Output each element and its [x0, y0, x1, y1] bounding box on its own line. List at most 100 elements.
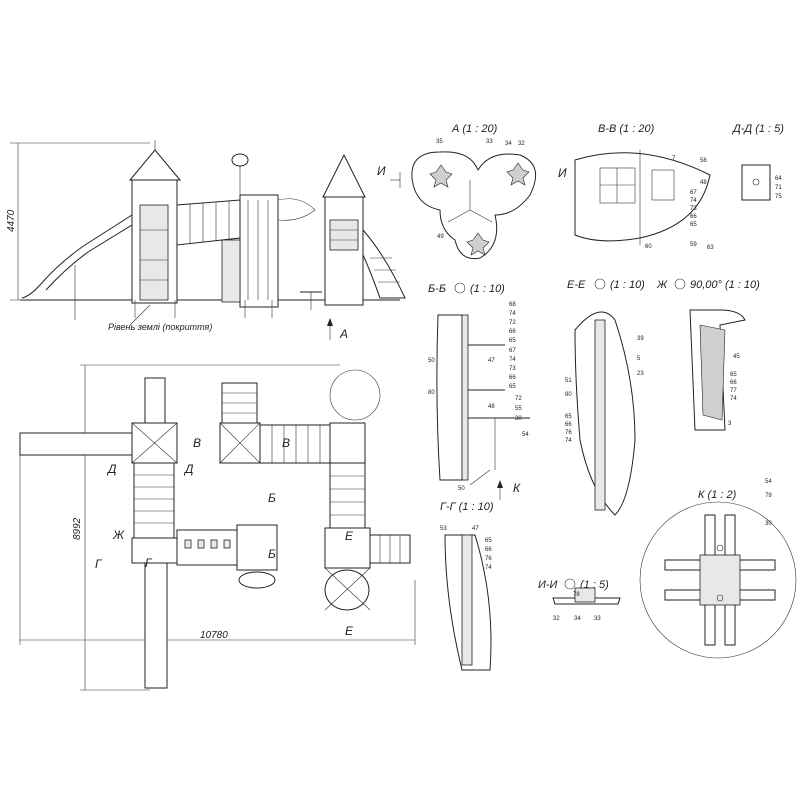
- callout-bb-10: 72: [515, 396, 522, 402]
- callout-bb-3: 66: [509, 329, 516, 335]
- plan-marker-d1: Д: [106, 462, 117, 476]
- detail-ee-title: Е-Е: [567, 279, 586, 291]
- callout-k-2: 30: [765, 521, 772, 527]
- plan-marker-v1: В: [193, 436, 201, 450]
- callout-bb-18: 50: [458, 486, 465, 492]
- detail-k-title: К (1 : 2): [698, 489, 737, 501]
- detail-gg-title: Г-Г (1 : 10): [440, 501, 494, 513]
- height-dimension: 4470: [6, 209, 17, 232]
- callout-bb-9: 65: [509, 384, 516, 390]
- callout-ii-2: 34: [574, 616, 581, 622]
- callout-bb-5: 67: [509, 348, 516, 354]
- detail-a: А (1 : 20) 35 33 34 32 49: [411, 123, 537, 260]
- callout-ii-0: 78: [573, 592, 580, 598]
- callout-bb-0: 68: [509, 302, 516, 308]
- callout-zh-5: 3: [728, 421, 732, 427]
- callout-vv-7: 65: [690, 222, 697, 228]
- depth-dimension: 8992: [72, 517, 83, 540]
- callout-gg-3: 66: [485, 547, 492, 553]
- callout-ii-1: 32: [553, 616, 560, 622]
- plan-view: 8992 10780: [19, 364, 416, 691]
- callout-ee-4: 80: [565, 392, 572, 398]
- callout-ee-3: 51: [565, 378, 572, 384]
- callout-vv-3: 67: [690, 190, 697, 196]
- callout-bb-2: 72: [509, 320, 516, 326]
- callout-ee-7: 76: [565, 430, 572, 436]
- callout-vv-2: 48: [700, 180, 707, 186]
- callout-bb-12: 30: [515, 416, 522, 422]
- plan-marker-b1: Б: [268, 491, 276, 505]
- detail-k: К (1 : 2) 54 79 30: [639, 479, 797, 659]
- callout-ee-6: 66: [565, 422, 572, 428]
- plan-marker-v2: В: [282, 436, 290, 450]
- callout-a-0: 35: [436, 139, 443, 145]
- callout-k-1: 79: [765, 493, 772, 499]
- view-marker-i: И: [377, 164, 386, 178]
- callout-ee-8: 74: [565, 438, 572, 444]
- width-dimension: 10780: [200, 630, 228, 641]
- callout-bb-8: 66: [509, 375, 516, 381]
- callout-bb-15: 80: [428, 390, 435, 396]
- detail-vv-title: В-В (1 : 20): [598, 123, 655, 135]
- callout-ee-0: 39: [637, 336, 644, 342]
- detail-dd: Д-Д (1 : 5) 64 71 75: [731, 123, 784, 201]
- callout-gg-1: 47: [472, 526, 479, 532]
- detail-ii-title: И-И: [538, 579, 558, 591]
- callout-gg-4: 76: [485, 556, 492, 562]
- callout-vv-9: 59: [690, 242, 697, 248]
- plan-marker-d2: Д: [183, 462, 194, 476]
- callout-zh-1: 65: [730, 372, 737, 378]
- plan-marker-g1: Г: [95, 557, 103, 571]
- detail-vv: В-В (1 : 20) И 7 58 48 67 74 73 66 65 60…: [558, 123, 714, 251]
- callout-bb-16: 47: [488, 358, 495, 364]
- callout-bb-17: 48: [488, 404, 495, 410]
- callout-k-0: 54: [765, 479, 772, 485]
- callout-vv-8: 60: [645, 244, 652, 250]
- detail-bb-scale: (1 : 10): [470, 283, 505, 295]
- callout-bb-7: 73: [509, 366, 516, 372]
- callout-vv-10: 63: [707, 245, 714, 251]
- callout-gg-2: 65: [485, 538, 492, 544]
- callout-bb-1: 74: [509, 311, 516, 317]
- plan-marker-zh: Ж: [112, 528, 125, 542]
- callout-bb-11: 55: [515, 406, 522, 412]
- callout-gg-5: 74: [485, 565, 492, 571]
- detail-zh: Ж 90,00° (1 : 10) 45 65 66 77 74 3: [656, 278, 760, 431]
- callout-ee-1: 5: [637, 356, 641, 362]
- detail-zh-title: Ж: [656, 279, 668, 291]
- detail-zh-scale: 90,00° (1 : 10): [690, 279, 760, 291]
- callout-a-4: 49: [437, 234, 444, 240]
- callout-zh-4: 74: [730, 396, 737, 402]
- callout-zh-0: 45: [733, 354, 740, 360]
- callout-dd-2: 75: [775, 194, 782, 200]
- elevation-view: 4470 Рівень землі (покриття): [6, 140, 406, 341]
- callout-gg-0: 53: [440, 526, 447, 532]
- ground-label: Рівень землі (покриття): [108, 322, 212, 332]
- plan-marker-e2: Е: [345, 624, 354, 638]
- callout-a-2: 34: [505, 141, 512, 147]
- callout-a-1: 33: [486, 139, 493, 145]
- callout-a-3: 32: [518, 141, 525, 147]
- detail-ee: Е-Е (1 : 10) 39 5 23 51 80 65 66 76 74: [565, 278, 645, 516]
- plan-marker-e1: Е: [345, 529, 354, 543]
- callout-vv-1: 58: [700, 158, 707, 164]
- plan-marker-b2: Б: [268, 547, 276, 561]
- detail-bb: Б-Б (1 : 10) 68 74 72 66 65 67 74 73 66 …: [428, 282, 530, 500]
- callout-ii-3: 33: [594, 616, 601, 622]
- callout-vv-0: 7: [672, 156, 676, 162]
- vv-marker-i: И: [558, 166, 567, 180]
- callout-ee-2: 23: [637, 371, 644, 377]
- bb-marker-k: К: [513, 481, 521, 495]
- detail-bb-title: Б-Б: [428, 283, 446, 295]
- callout-vv-6: 66: [690, 214, 697, 220]
- callout-vv-4: 74: [690, 198, 697, 204]
- view-marker-a: А: [339, 327, 348, 341]
- callout-bb-13: 54: [522, 432, 529, 438]
- plan-marker-g2: Г: [145, 556, 153, 570]
- detail-gg: Г-Г (1 : 10) 53 47 65 66 76 74: [440, 501, 494, 671]
- callout-zh-2: 66: [730, 380, 737, 386]
- detail-a-title: А (1 : 20): [451, 123, 498, 135]
- callout-bb-4: 65: [509, 338, 516, 344]
- callout-vv-5: 73: [690, 206, 697, 212]
